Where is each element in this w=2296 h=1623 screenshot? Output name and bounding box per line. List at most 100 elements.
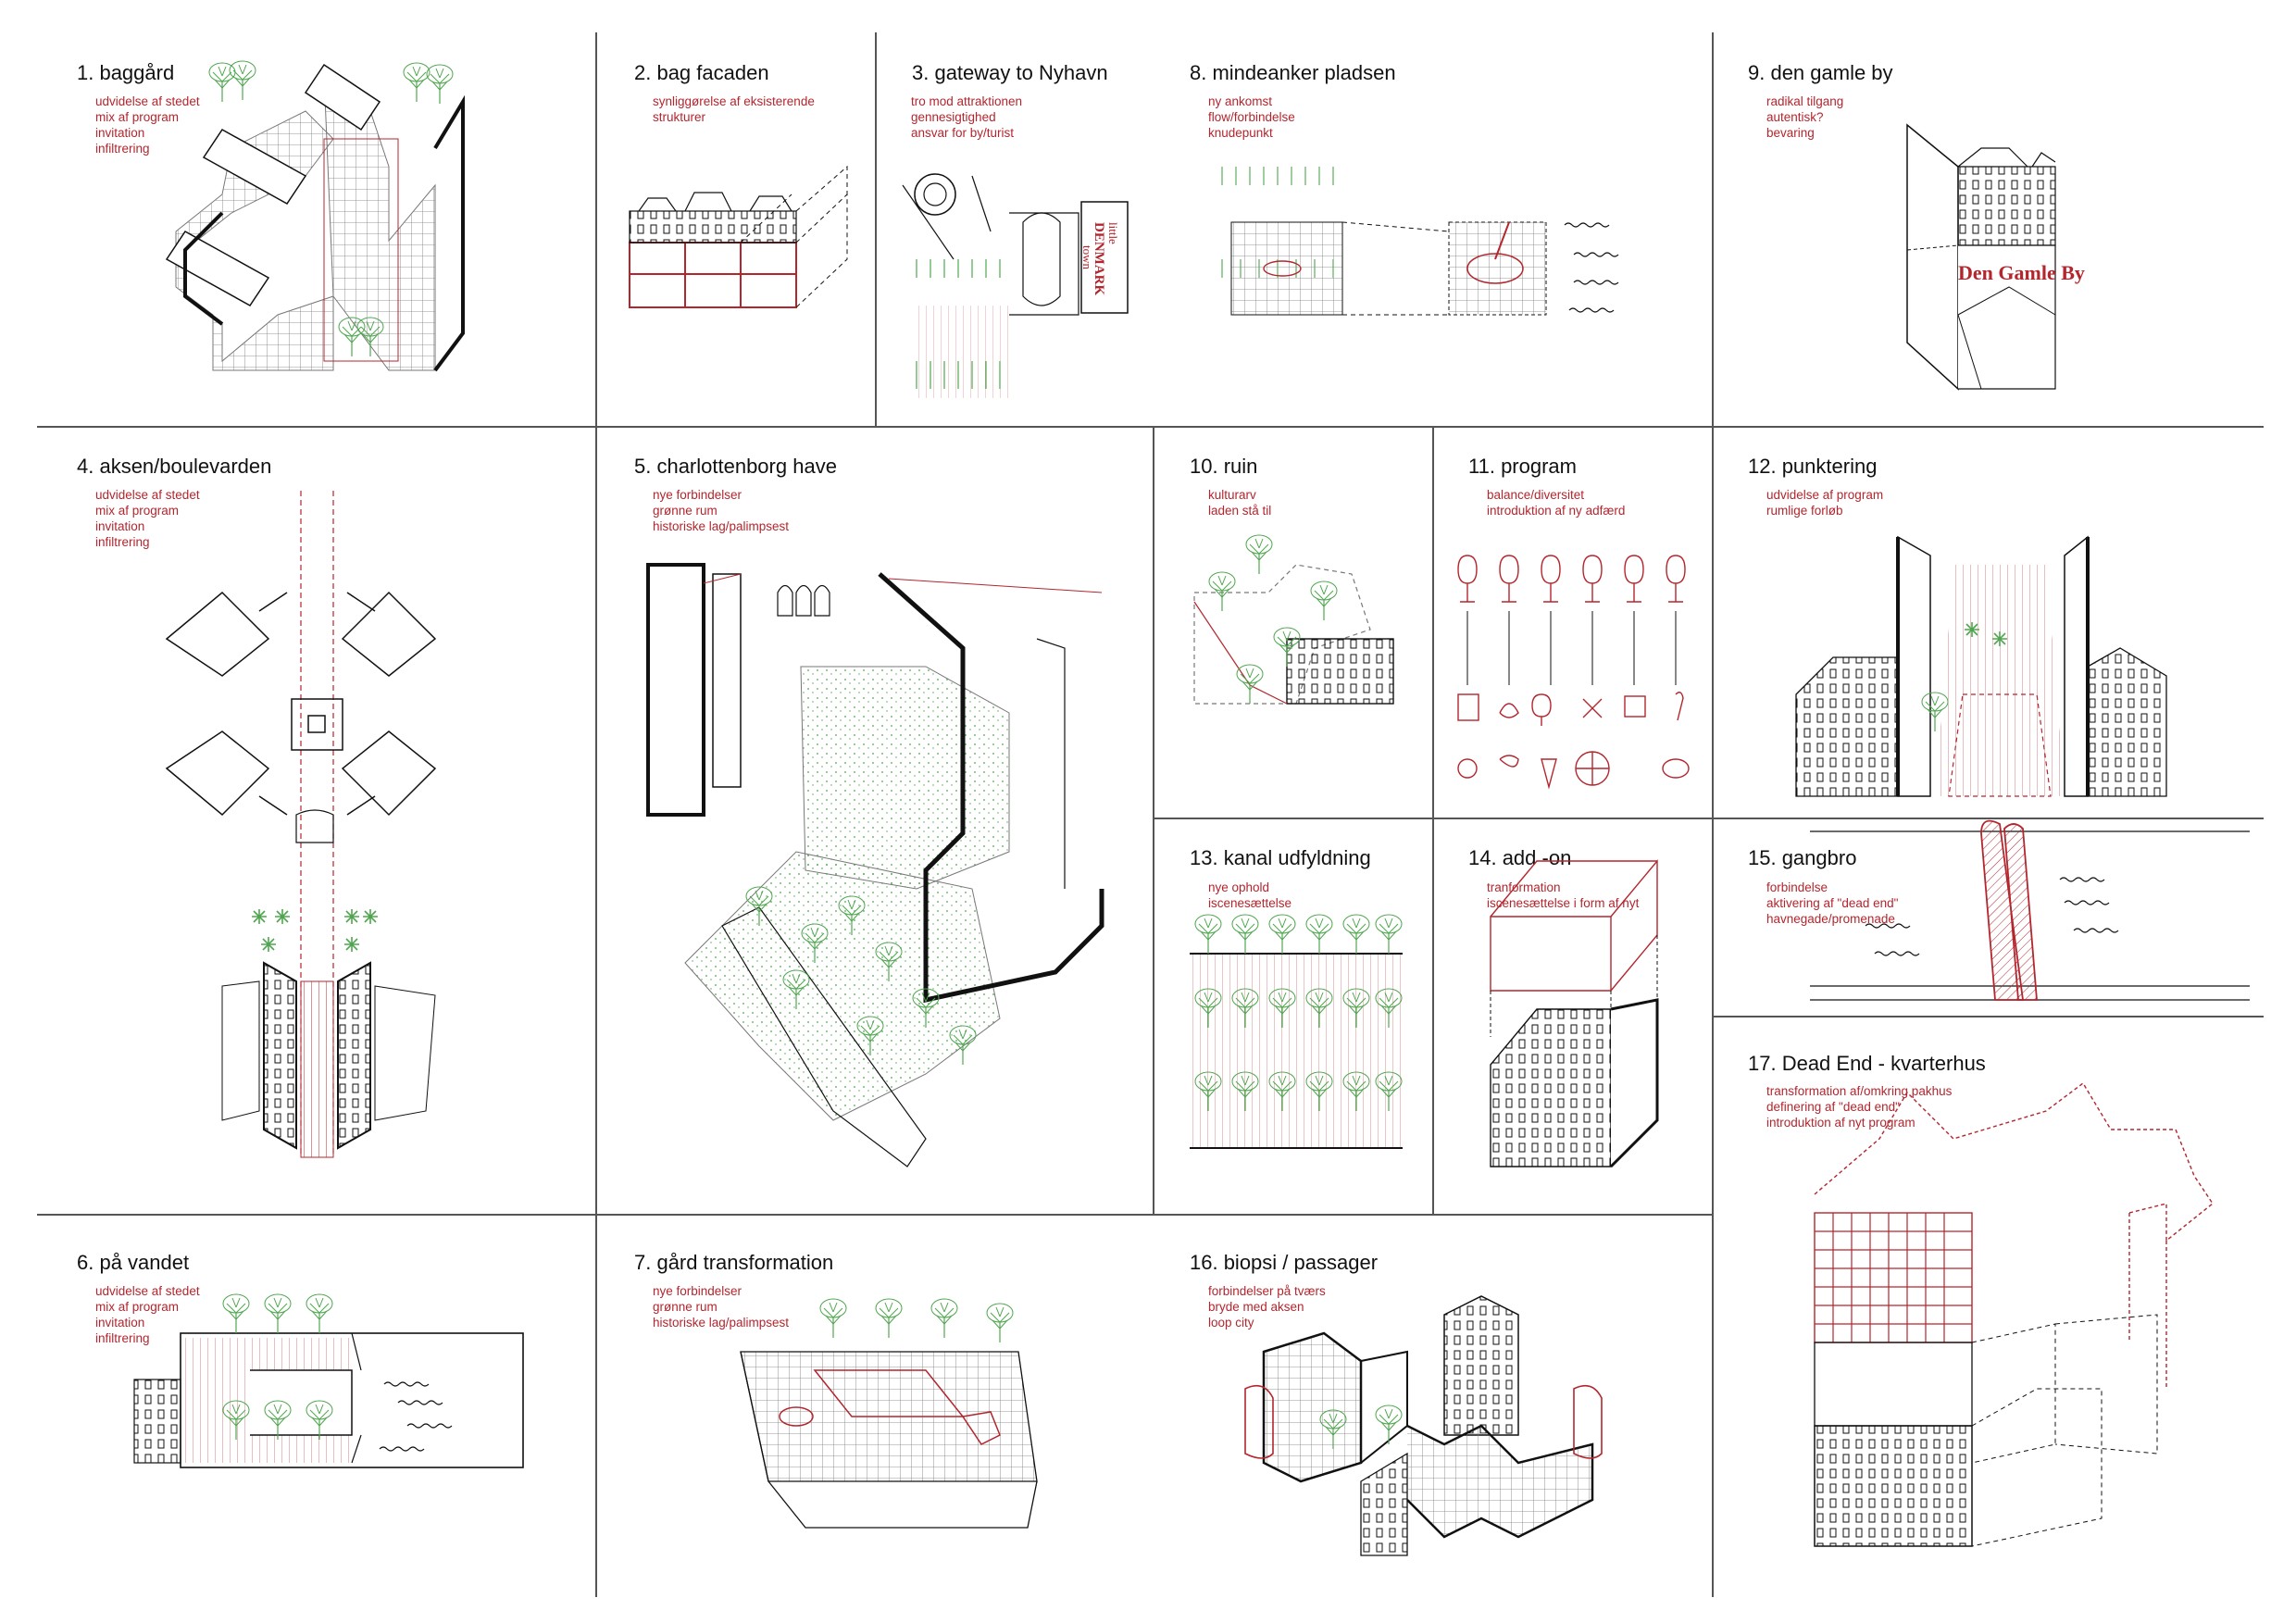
note-line: bevaring: [1766, 126, 1815, 140]
panel-title: 12. punktering: [1748, 455, 1878, 478]
drawing-program: [1457, 555, 1690, 790]
drawing-charlottenborg: [646, 563, 1104, 1167]
panel-title: 14. add -on: [1468, 846, 1572, 869]
panel-title: 7. gård transformation: [634, 1251, 834, 1274]
panel-notes: udvidelse af stedet mix af program invit…: [95, 1283, 200, 1346]
drawing-gaard: [740, 1298, 1038, 1529]
panel-title: 17. Dead End - kvarterhus: [1748, 1052, 1986, 1075]
note-line: definering af "dead end": [1766, 1100, 1900, 1114]
note-line: tranformation: [1487, 880, 1561, 894]
note-line: invitation: [95, 1316, 145, 1330]
panel-title: 9. den gamle by: [1748, 61, 1893, 84]
drawing-punktering: [1795, 535, 2167, 797]
note-line: forbindelser på tværs: [1208, 1284, 1326, 1298]
panel-title: 13. kanal udfyldning: [1190, 846, 1371, 869]
note-line: rumlige forløb: [1766, 504, 1843, 518]
note-line: infiltrering: [95, 142, 150, 156]
note-line: udvidelse af stedet: [95, 488, 200, 502]
drawing-bag-facaden: [629, 165, 848, 308]
note-line: iscenesættelse i form af nyt: [1487, 896, 1640, 910]
note-line: mix af program: [95, 1300, 180, 1314]
panel-notes: balance/diversitet introduktion af ny ad…: [1487, 487, 1625, 518]
rule-h-mid: [37, 1214, 1713, 1216]
panel-title: 2. bag facaden: [634, 61, 769, 84]
panel-notes: udvidelse af stedet mix af program invit…: [95, 487, 200, 550]
panel-title: 6. på vandet: [77, 1251, 190, 1274]
note-line: havnegade/promenade: [1766, 912, 1895, 926]
note-line: flow/forbindelse: [1208, 110, 1295, 124]
rule-v-3: [1712, 32, 1714, 1597]
note-line: mix af program: [95, 504, 180, 518]
drawing-paa-vandet: [133, 1293, 524, 1468]
note-line: radikal tilgang: [1766, 94, 1844, 108]
drawing-gamle-by: [1906, 123, 2056, 391]
panel-notes: nye ophold iscenesættelse: [1208, 880, 1292, 911]
panel-notes: nye forbindelser grønne rum historiske l…: [653, 1283, 789, 1330]
note-line: iscenesættelse: [1208, 896, 1292, 910]
note-line: ansvar for by/turist: [911, 126, 1015, 140]
panel-title: 10. ruin: [1190, 455, 1258, 478]
note-line: ny ankomst: [1208, 94, 1273, 108]
note-line: bryde med aksen: [1208, 1300, 1304, 1314]
drawing-add-on: [1490, 859, 1659, 1168]
note-line: kulturarv: [1208, 488, 1256, 502]
panel-notes: synliggørelse af eksisterende strukturer: [653, 94, 815, 125]
rule-v-1: [595, 32, 597, 1597]
rule-h-right-1: [1153, 818, 2264, 819]
note-line: introduktion af nyt program: [1766, 1116, 1915, 1130]
rule-h-right-2: [1712, 1016, 2264, 1017]
drawing-gangbro: [1810, 819, 2250, 1001]
little-denmark-sign: DENMARK: [1092, 222, 1106, 295]
note-line: udvidelse af stedet: [95, 1284, 200, 1298]
panel-notes: udvidelse af program rumlige forløb: [1766, 487, 1883, 518]
note-line: introduktion af ny adfærd: [1487, 504, 1626, 518]
drawing-ruin: [1193, 534, 1394, 705]
note-line: strukturer: [653, 110, 706, 124]
note-line: tro mod attraktionen: [911, 94, 1023, 108]
panel-title: 16. biopsi / passager: [1190, 1251, 1379, 1274]
drawing-baggard: [165, 60, 465, 372]
panel-title: 8. mindeanker pladsen: [1190, 61, 1396, 84]
panel-notes: ny ankomst flow/forbindelse knudepunkt: [1208, 94, 1295, 141]
panel-notes: tranformation iscenesættelse i form af n…: [1487, 880, 1639, 911]
note-line: knudepunkt: [1208, 126, 1273, 140]
drawing-biopsi: [1244, 1295, 1603, 1556]
note-line: infiltrering: [95, 535, 150, 549]
panel-notes: transformation af/omkring pakhus definer…: [1766, 1083, 1952, 1130]
panel-title: 11. program: [1468, 455, 1577, 478]
note-line: nye forbindelser: [653, 1284, 742, 1298]
panel-notes: kulturarv laden stå til: [1208, 487, 1271, 518]
panel-title: 3. gateway to Nyhavn: [912, 61, 1108, 84]
note-line: infiltrering: [95, 1331, 150, 1345]
note-line: invitation: [95, 519, 145, 533]
note-line: grønne rum: [653, 1300, 718, 1314]
little-denmark-sign: little: [1106, 222, 1120, 244]
note-line: udvidelse af stedet: [95, 94, 200, 108]
panel-title: 1. baggård: [77, 61, 175, 84]
little-denmark-sign: town: [1080, 245, 1094, 270]
drawing-gateway: [902, 173, 1129, 398]
panel-notes: udvidelse af stedet mix af program invit…: [95, 94, 200, 156]
note-line: nye ophold: [1208, 880, 1270, 894]
panel-title: 15. gangbro: [1748, 846, 1857, 869]
panel-notes: forbindelser på tværs bryde med aksen lo…: [1208, 1283, 1326, 1330]
rule-v-2: [875, 32, 877, 426]
note-line: loop city: [1208, 1316, 1254, 1330]
rule-v-4: [1432, 426, 1434, 1215]
panel-title: 4. aksen/boulevarden: [77, 455, 272, 478]
drawing-mindeanker: [1221, 167, 1619, 316]
den-gamle-by-sign: Den Gamle By: [1958, 261, 2085, 284]
drawing-aksen: [165, 491, 437, 1158]
note-line: aktivering af "dead end": [1766, 896, 1899, 910]
note-line: grønne rum: [653, 504, 718, 518]
panel-notes: forbindelse aktivering af "dead end" hav…: [1766, 880, 1898, 927]
drawing-dead-end: [1814, 1081, 2214, 1547]
note-line: nye forbindelser: [653, 488, 742, 502]
note-line: laden stå til: [1208, 504, 1272, 518]
note-line: gennesigtighed: [911, 110, 996, 124]
note-line: mix af program: [95, 110, 180, 124]
drawing-kanal: [1190, 914, 1403, 1149]
note-line: balance/diversitet: [1487, 488, 1585, 502]
note-line: autentisk?: [1766, 110, 1824, 124]
